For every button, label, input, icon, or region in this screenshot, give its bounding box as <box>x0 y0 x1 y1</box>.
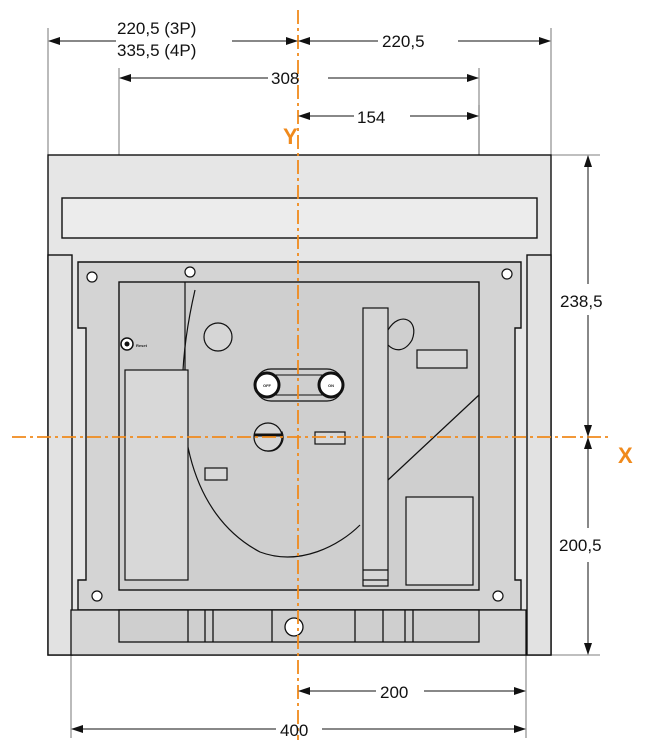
on-button[interactable]: ON <box>317 371 345 399</box>
off-button-label: OFF <box>263 383 272 388</box>
dim-height-lower: 200,5 <box>559 536 602 555</box>
top-cover-bar <box>61 197 538 239</box>
x-axis-label: X <box>618 443 633 468</box>
mounting-holes <box>86 266 513 602</box>
vertical-slot <box>362 307 389 587</box>
dim-308: 308 <box>271 69 299 88</box>
dim-154: 154 <box>357 108 385 127</box>
on-button-label: ON <box>328 383 334 388</box>
dimension-lines <box>48 37 592 733</box>
dim-bottom-400: 400 <box>280 721 308 740</box>
centre-axes <box>12 10 612 740</box>
dim-bottom-200: 200 <box>380 683 408 702</box>
reset-button[interactable]: Reset <box>120 337 148 351</box>
off-button[interactable]: OFF <box>253 371 281 399</box>
reset-label: Reset <box>136 343 148 348</box>
lower-right-panel <box>405 496 474 586</box>
push-button-pair: OFF ON <box>253 368 345 402</box>
dim-top-left-3p: 220,5 (3P) <box>117 19 196 38</box>
charge-handle-hole <box>203 322 233 352</box>
side-rail-right <box>526 254 552 656</box>
side-rail-left <box>47 254 73 656</box>
left-label-panel <box>124 369 189 581</box>
small-plate <box>314 431 346 445</box>
indicator-window <box>416 349 468 369</box>
dim-top-left-4p: 335,5 (4P) <box>117 41 196 60</box>
small-tab <box>204 467 228 481</box>
y-axis-label: Y <box>283 124 298 149</box>
dim-height-upper: 238,5 <box>560 292 603 311</box>
dim-top-right: 220,5 <box>382 32 425 51</box>
